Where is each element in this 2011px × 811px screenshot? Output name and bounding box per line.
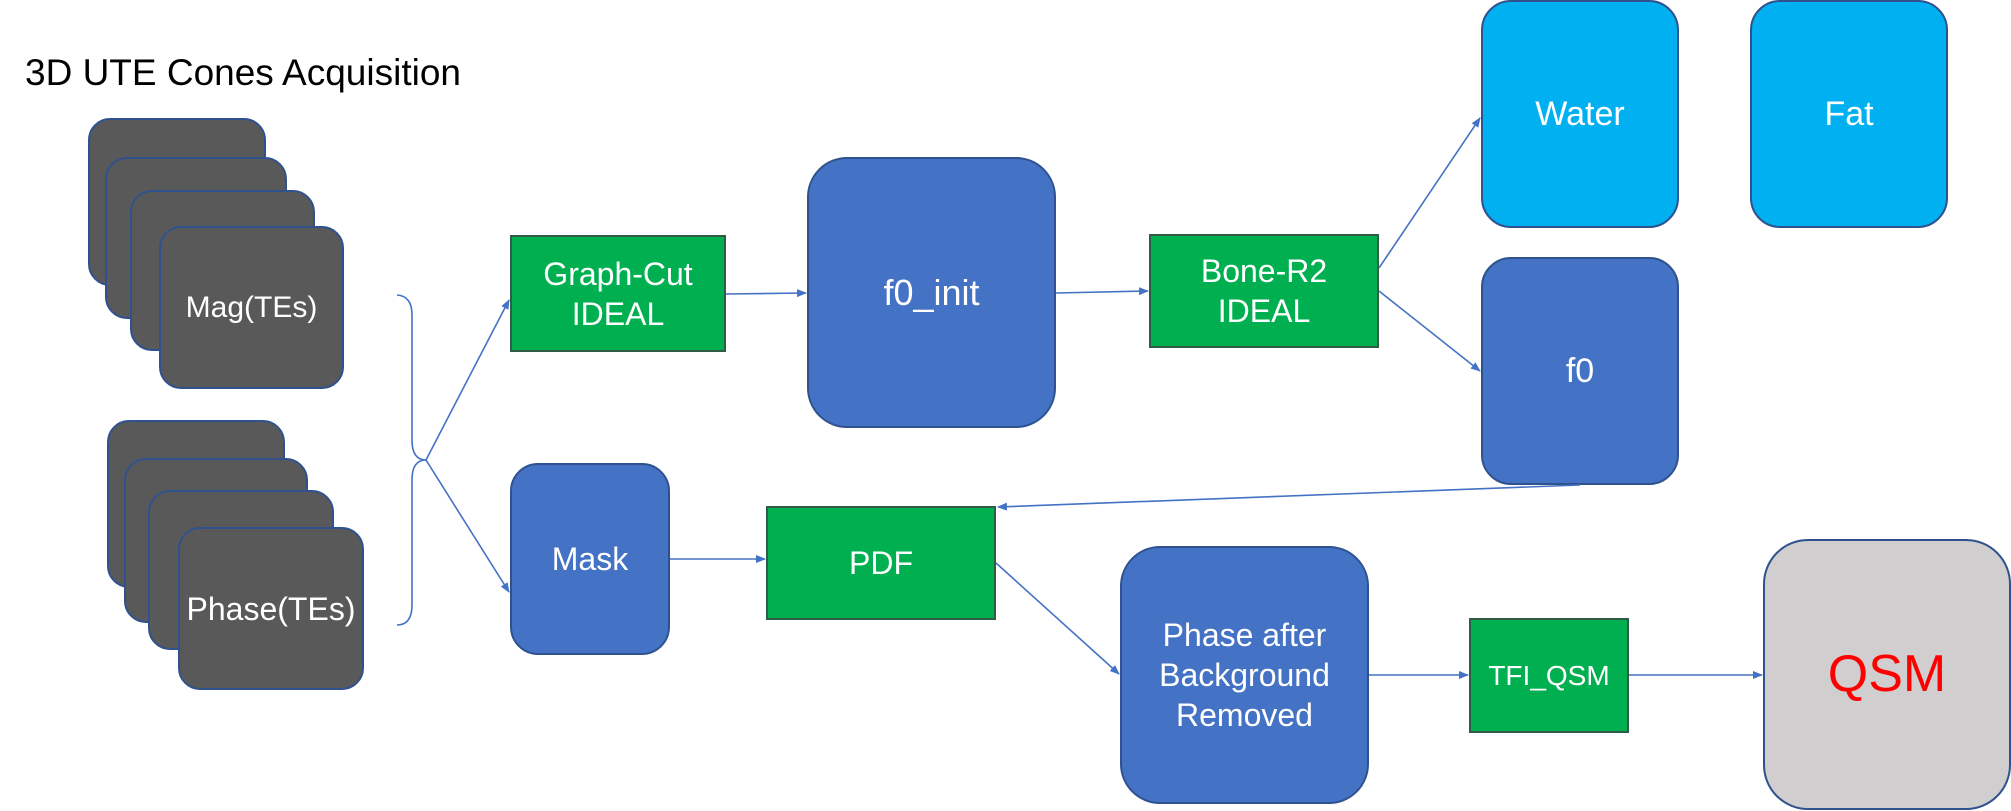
arrow-pdf-to-phase-after-background [995,562,1120,675]
mask-node: Mask [510,463,670,655]
arrow-bracket-to-graph-cut [425,299,510,461]
water-node: Water [1481,0,1679,228]
arrow-f0-init-to-bone-r2 [1055,287,1149,296]
pdf-node: PDF [766,506,996,620]
tfi-qsm-node: TFI_QSM [1469,618,1629,733]
arrow-f0-to-pdf [997,484,1581,511]
graph-cut-ideal-node: Graph-Cut IDEAL [510,235,726,352]
fat-node: Fat [1750,0,1948,228]
arrow-bone-r2-to-water [1378,117,1481,269]
arrow-bone-r2-to-f0 [1378,290,1481,372]
phase-after-background-removed-node: Phase after Background Removed [1120,546,1369,804]
arrow-graph-cut-to-f0-init [725,289,807,298]
qsm-node: QSM [1763,539,2011,810]
arrow-bracket-to-mask [425,459,510,593]
diagram-title: 3D UTE Cones Acquisition [25,52,461,93]
mag-node: Mag(TEs) [159,226,344,389]
bone-r2-ideal-node: Bone-R2 IDEAL [1149,234,1379,348]
phase-node: Phase(TEs) [178,527,364,690]
f0-node: f0 [1481,257,1679,485]
acquisition-bracket [396,294,427,626]
f0-init-node: f0_init [807,157,1056,428]
